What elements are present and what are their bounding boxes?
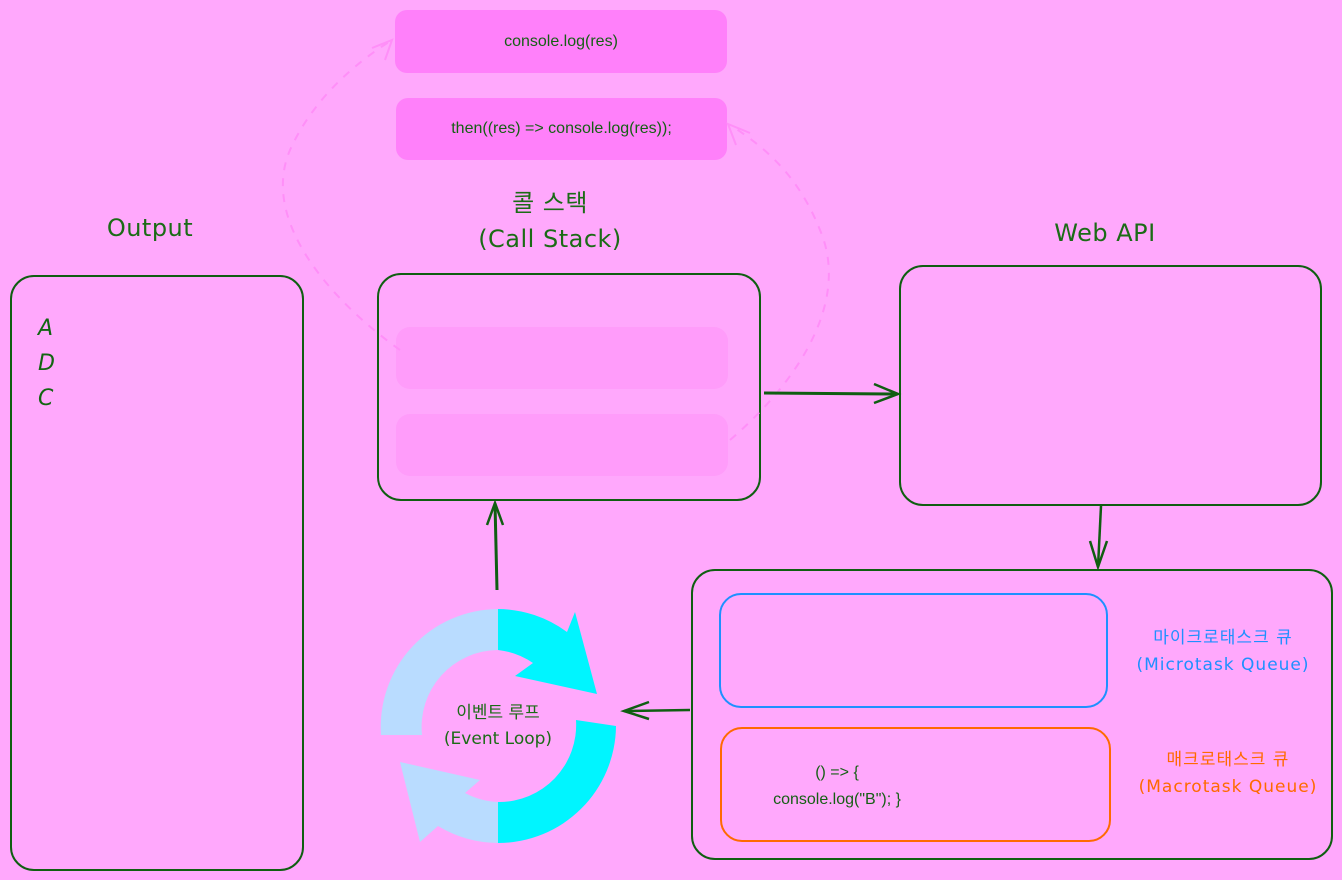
macrotask-item-line1: () => { xyxy=(815,764,859,781)
arrow-eventloop-to-callstack xyxy=(493,502,499,591)
call-stack-title-en: (Call Stack) xyxy=(478,225,622,253)
output-line: C xyxy=(38,386,54,411)
macrotask-item: () => { console.log("B"); } xyxy=(742,759,932,813)
arrowhead-webapi xyxy=(873,382,902,405)
output-line: D xyxy=(38,351,55,376)
loop-arc-top-right xyxy=(498,609,597,694)
microtask-queue-label: 마이크로태스크 큐 (Microtask Queue) xyxy=(1113,625,1333,679)
macrotask-queue-label: 매크로태스크 큐 (Macrotask Queue) xyxy=(1118,747,1338,801)
macrotask-queue-label-en: (Macrotask Queue) xyxy=(1138,777,1318,797)
macrotask-queue-box: () => { console.log("B"); } xyxy=(720,727,1111,842)
microtask-queue-box xyxy=(719,593,1108,708)
call-stack-title: 콜 스택 (Call Stack) xyxy=(400,185,700,257)
dashed-arrowhead-left xyxy=(371,38,394,61)
microtask-queue-label-en: (Microtask Queue) xyxy=(1136,655,1310,675)
then-chip: then((res) => console.log(res)); xyxy=(396,98,727,160)
web-api-panel xyxy=(899,265,1322,506)
web-api-title: Web API xyxy=(1054,219,1156,247)
console-log-text: console.log(res) xyxy=(504,32,618,50)
call-stack-slot xyxy=(396,327,728,389)
loop-arc-bottom-left xyxy=(400,762,498,843)
event-loop-label-en: (Event Loop) xyxy=(443,729,553,749)
task-queues-panel: 마이크로태스크 큐 (Microtask Queue) () => { cons… xyxy=(691,569,1333,860)
call-stack-slot xyxy=(396,414,728,476)
microtask-queue-label-ko: 마이크로태스크 큐 xyxy=(1153,628,1293,648)
call-stack-panel xyxy=(377,273,761,501)
output-line: A xyxy=(38,316,54,341)
event-loop-label: 이벤트 루프 (Event Loop) xyxy=(418,700,578,752)
event-loop-label-ko: 이벤트 루프 xyxy=(456,703,540,723)
console-log-chip: console.log(res) xyxy=(395,10,727,73)
output-title: Output xyxy=(106,214,194,242)
arrow-queues-to-eventloop xyxy=(623,708,691,713)
then-text: then((res) => console.log(res)); xyxy=(451,120,672,137)
arrow-webapi-to-queues xyxy=(1096,505,1103,568)
call-stack-title-ko: 콜 스택 xyxy=(512,189,588,217)
arrowhead-callstack xyxy=(485,499,505,526)
macrotask-item-line2: console.log("B"); } xyxy=(773,791,901,808)
macrotask-queue-label-ko: 매크로태스크 큐 xyxy=(1166,750,1290,770)
output-lines: A D C xyxy=(38,311,55,416)
arrow-callstack-to-webapi xyxy=(763,391,899,396)
arrowhead-eventloop xyxy=(620,700,650,721)
output-panel: A D C xyxy=(10,275,304,871)
dashed-arrowhead-right xyxy=(726,122,751,146)
arrowhead-queues xyxy=(1088,540,1109,572)
